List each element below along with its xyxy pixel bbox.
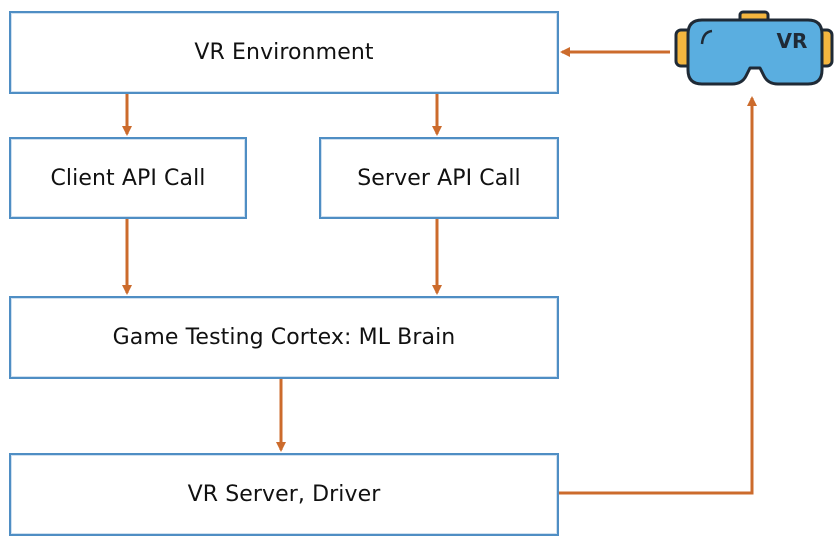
- node-vr-environment: VR Environment: [9, 11, 559, 94]
- vr-headset-icon: VR: [674, 10, 834, 86]
- node-vr-server-driver: VR Server, Driver: [9, 453, 559, 536]
- node-label: Client API Call: [50, 165, 206, 191]
- node-client-api-call: Client API Call: [9, 137, 247, 219]
- node-label: Server API Call: [357, 165, 521, 191]
- node-label: Game Testing Cortex: ML Brain: [112, 325, 456, 350]
- node-ml-brain: Game Testing Cortex: ML Brain: [9, 296, 559, 379]
- node-server-api-call: Server API Call: [319, 137, 559, 219]
- headset-label: VR: [777, 29, 808, 53]
- arrow-driver-to-headset: [559, 96, 757, 495]
- node-label: VR Environment: [194, 40, 374, 65]
- node-label: VR Server, Driver: [187, 482, 381, 507]
